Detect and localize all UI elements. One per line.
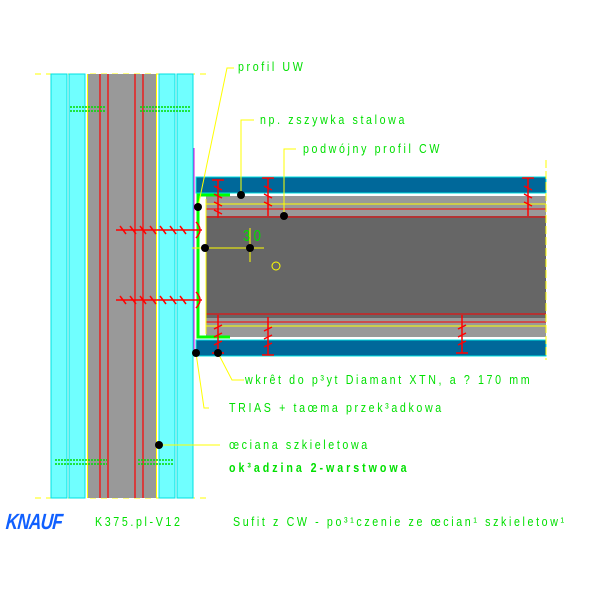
ceiling-cw [195, 160, 547, 360]
drawing-code: K375.pl-V12 [95, 514, 183, 529]
label-sciana: œciana szkieletowa [229, 437, 370, 452]
dimension-value: 30 [243, 228, 265, 245]
label-zszywka: np. zszywka stalowa [260, 112, 408, 127]
drawing-title: Sufit z CW - po³¹czenie ze œcian¹ szkiel… [233, 514, 567, 529]
dimension-marker [192, 228, 281, 271]
label-wkret: wkrêt do p³yt Diamant XTN, a ? 170 mm [245, 372, 533, 387]
skeleton-wall [50, 73, 194, 499]
label-profil-uw: profil UW [238, 59, 306, 74]
label-podwojny-profil: podwójny profil CW [303, 141, 443, 156]
label-okladzina: ok³adzina 2-warstwowa [229, 460, 410, 475]
label-trias: TRIAS + taœma przek³adkowa [229, 400, 444, 415]
knauf-logo: KNAUF [5, 509, 64, 534]
